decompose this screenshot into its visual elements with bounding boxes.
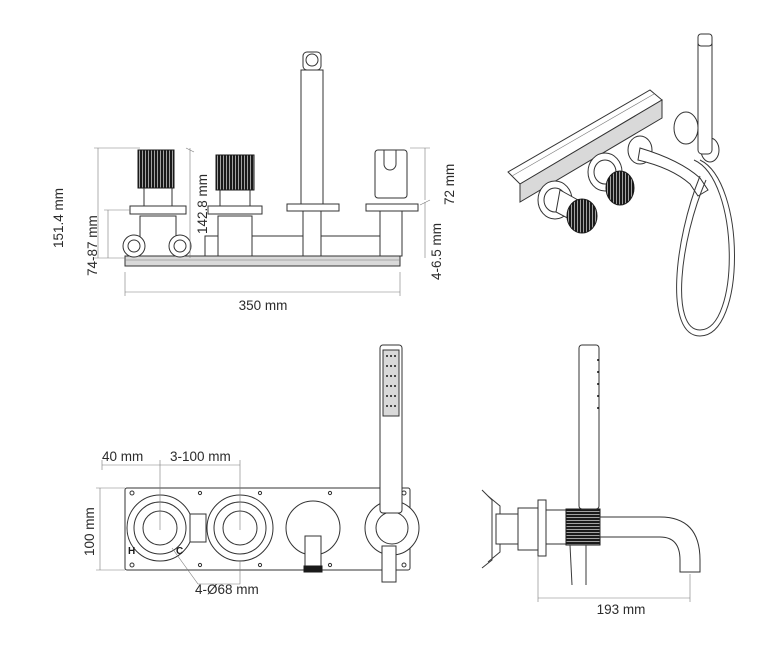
left-valve	[122, 149, 192, 258]
middle-knurled-handle	[215, 154, 255, 191]
iso-middle-valve	[587, 152, 635, 206]
front-elevation-view: 151.4 mm 74-87 mm 142.8 mm 72 mm 4-6.5 m…	[51, 51, 457, 313]
dim-plate-height: 100 mm	[82, 507, 97, 556]
iso-middle-handle	[605, 170, 635, 206]
iso-left-handle	[566, 198, 598, 234]
isometric-view	[507, 33, 735, 337]
dim-plate-thickness: 4-6.5 mm	[429, 223, 444, 280]
shower-holder	[365, 149, 419, 257]
plate-front-view: H C 40 mm 3-100 mm 100 mm 4-Ø68 mm	[82, 344, 420, 597]
dim-height-valve: 74-87 mm	[85, 215, 100, 276]
spout-rosette	[285, 500, 341, 573]
base-plate	[124, 255, 401, 267]
dim-projection: 193 mm	[597, 602, 646, 617]
dim-offset: 40 mm	[102, 449, 143, 464]
holder-rosette	[364, 500, 420, 583]
hot-label: H	[128, 546, 135, 557]
spout	[286, 51, 340, 257]
iso-spout	[627, 135, 709, 197]
side-knurled-handle	[565, 508, 601, 546]
dim-hook-height: 72 mm	[442, 164, 457, 205]
dim-height-total: 151.4 mm	[51, 188, 66, 248]
iso-shower	[673, 33, 735, 337]
left-knurled-handle	[137, 149, 175, 189]
cold-label: C	[176, 546, 183, 557]
iso-left-valve	[537, 180, 598, 234]
dim-holes: 4-Ø68 mm	[195, 582, 259, 597]
dim-spout-height: 142.8 mm	[195, 174, 210, 234]
middle-valve	[207, 154, 263, 257]
dim-width: 350 mm	[239, 298, 288, 313]
plate-hand-shower	[379, 344, 403, 514]
side-view: 193 mm	[481, 344, 701, 617]
dim-spacing: 3-100 mm	[170, 449, 231, 464]
